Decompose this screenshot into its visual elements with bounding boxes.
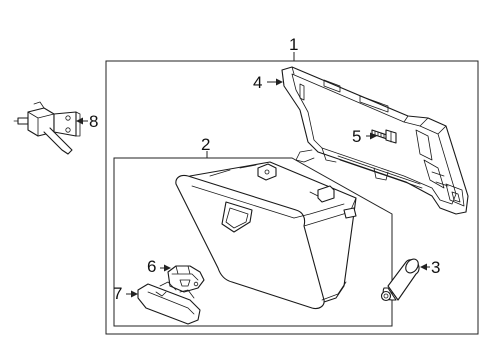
callout-8: 8 bbox=[89, 112, 98, 131]
damper-bracket bbox=[13, 101, 81, 155]
callout-6-arrow bbox=[164, 264, 171, 272]
latch-handle bbox=[137, 281, 201, 325]
callout-6: 6 bbox=[147, 257, 156, 276]
callout-7-arrow bbox=[131, 290, 138, 298]
screw bbox=[371, 129, 397, 144]
assembly-frame bbox=[105, 60, 479, 335]
callout-4: 4 bbox=[253, 73, 262, 92]
callout-8-arrow bbox=[76, 117, 83, 125]
callout-5: 5 bbox=[352, 127, 361, 146]
latch-striker bbox=[167, 265, 205, 293]
callout-3: 3 bbox=[431, 258, 440, 277]
callout-2: 2 bbox=[201, 135, 210, 154]
callout-7: 7 bbox=[113, 284, 122, 303]
callout-5-arrow bbox=[370, 132, 377, 140]
callout-1: 1 bbox=[289, 35, 298, 54]
glove-box-bin bbox=[175, 161, 357, 310]
callout-4-arrow bbox=[276, 78, 283, 86]
glove-box-subframe bbox=[113, 157, 393, 327]
damper-cylinder bbox=[380, 258, 420, 302]
callout-3-arrow bbox=[420, 263, 427, 271]
glove-box-housing-bracket bbox=[281, 66, 469, 215]
